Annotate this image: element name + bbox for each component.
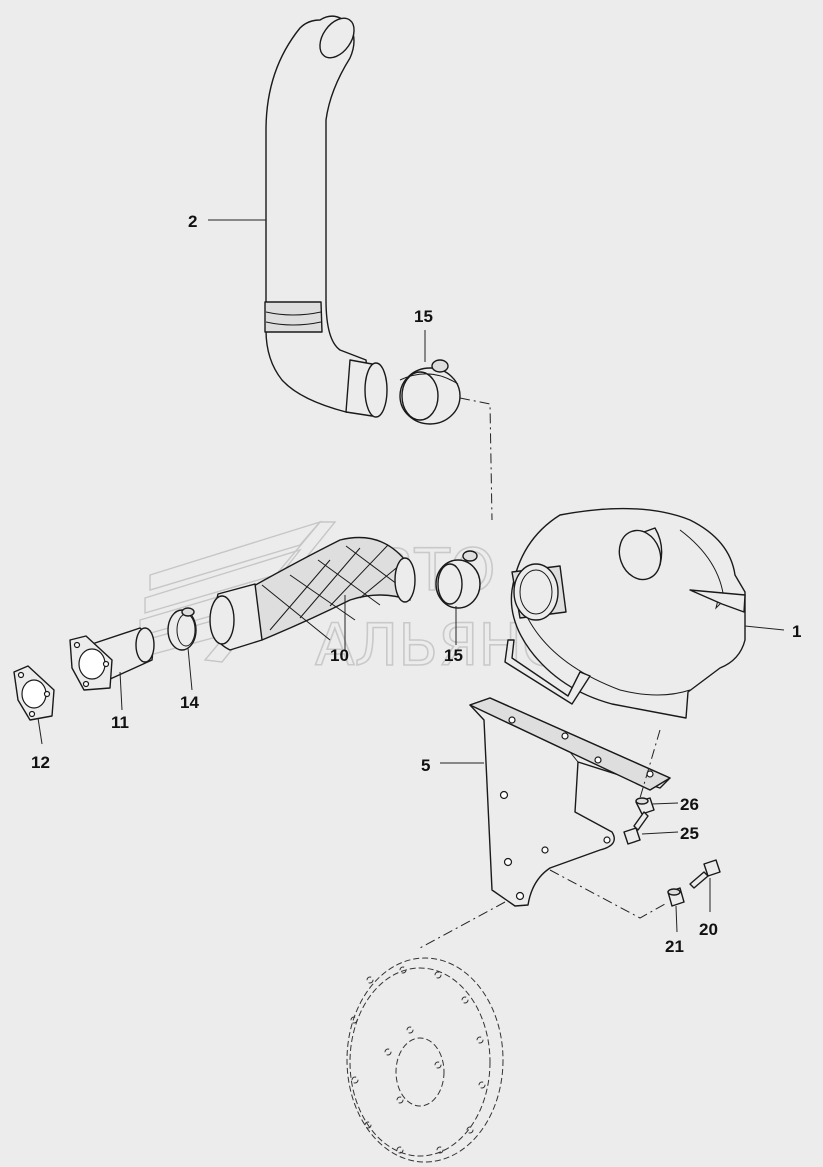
callout-21: 21 <box>665 937 684 956</box>
assembly-line-bracket-to-flywheel <box>419 901 506 949</box>
assembly-line-bracket-to-nut <box>549 869 666 919</box>
part-14-small-clamp <box>167 607 197 651</box>
assembly-line-upper <box>459 397 493 521</box>
callout-11: 11 <box>111 713 129 732</box>
part-2-intake-pipe <box>264 15 388 418</box>
callout-5: 5 <box>421 756 430 775</box>
part-25-bolt <box>623 811 649 845</box>
callout-20: 20 <box>699 920 718 939</box>
part-5-mounting-bracket <box>469 697 671 907</box>
callout-26: 26 <box>680 795 699 814</box>
callout-15-upper: 15 <box>414 307 433 326</box>
part-11-flanged-pipe <box>69 627 155 691</box>
part-15-lower-clamp <box>435 550 481 609</box>
callout-10: 10 <box>330 646 349 665</box>
part-20-bolt <box>689 859 721 889</box>
callout-15-lower: 15 <box>444 646 463 665</box>
callout-labels: 2 15 1 10 15 14 11 12 5 26 25 20 21 <box>31 212 801 956</box>
callout-25: 25 <box>680 824 699 843</box>
part-10-flexible-hose <box>209 536 416 651</box>
part-12-gasket <box>13 665 55 721</box>
flywheel-reference-phantom <box>346 957 504 1163</box>
part-21-nut <box>667 887 685 907</box>
leader-lines <box>37 219 785 933</box>
callout-14: 14 <box>180 693 199 712</box>
callout-1: 1 <box>792 622 801 641</box>
part-26-nut <box>635 797 655 815</box>
callout-2: 2 <box>188 212 197 231</box>
part-15-upper-clamp <box>399 359 461 425</box>
assembly-line-filter-to-bracket <box>639 729 661 799</box>
callout-12: 12 <box>31 753 50 772</box>
part-1-air-cleaner <box>504 507 746 719</box>
